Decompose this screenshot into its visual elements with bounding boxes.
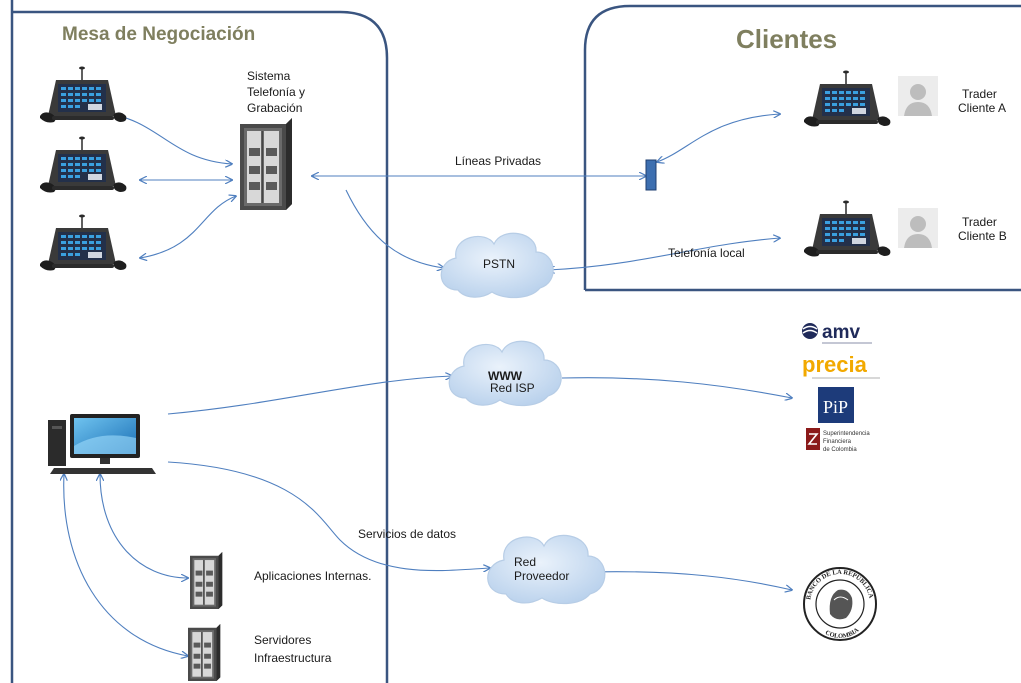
proveedor-line1: Red	[514, 555, 536, 569]
trader-b-line1: Trader	[962, 215, 997, 229]
sistema-line1: Sistema	[247, 69, 291, 83]
user-avatar-a-icon	[898, 76, 938, 116]
sistema-line2: Telefonía y	[247, 85, 305, 99]
zone-mesa-border	[10, 0, 389, 683]
apps-server-icon	[189, 551, 223, 610]
edge-servicios-datos: Servicios de datos	[358, 527, 456, 541]
pstn-cloud: PSTN	[440, 232, 554, 299]
edge-telefonia-local: Telefonía local	[668, 246, 745, 260]
isp-www-label: WWW	[488, 369, 523, 383]
turret-phone-2	[39, 135, 128, 194]
sistema-line3: Grabación	[247, 101, 302, 115]
superfinanciera-line3: de Colombia	[823, 447, 857, 453]
servidores-line2: Infraestructura	[254, 651, 332, 665]
trader-a-line1: Trader	[962, 87, 997, 101]
turret-phone-client-a	[803, 69, 892, 128]
turret-phone-3	[39, 213, 128, 272]
superfinanciera-line1: Superintendencia	[823, 431, 870, 437]
computer-icon	[48, 414, 156, 474]
precia-logo: precia	[802, 352, 880, 379]
infra-server-icon	[187, 623, 221, 682]
user-avatar-b-icon	[898, 208, 938, 248]
red-proveedor-cloud: Red Proveedor	[487, 534, 606, 605]
superfinanciera-line2: Financiera	[823, 439, 852, 445]
zone-clientes-border	[583, 4, 1021, 292]
isp-name-label: Red ISP	[490, 381, 535, 395]
telephony-server-icon	[239, 117, 293, 211]
precia-logo-text: precia	[802, 352, 868, 377]
amv-logo-text: amv	[822, 322, 860, 343]
pstn-label: PSTN	[483, 257, 515, 271]
servidores-line1: Servidores	[254, 633, 311, 647]
zone-clientes-title: Clientes	[736, 24, 837, 54]
zone-mesa-title: Mesa de Negociación	[62, 24, 255, 45]
apps-label: Aplicaciones Internas.	[254, 569, 371, 583]
proveedor-line2: Proveedor	[514, 569, 569, 583]
superfinanciera-logo: Superintendencia Financiera de Colombia	[806, 428, 870, 453]
line-connector-icon	[645, 159, 657, 191]
banco-republica-seal: BANCO DE LA REPUBLICA COLOMBIA	[803, 567, 877, 641]
trader-a-line2: Cliente A	[958, 101, 1006, 115]
connectors	[64, 113, 792, 656]
trader-b-line2: Cliente B	[958, 229, 1007, 243]
turret-phone-client-b	[803, 199, 892, 258]
pip-logo-text: PiP	[823, 397, 848, 417]
red-isp-cloud: WWW Red ISP	[448, 340, 562, 407]
amv-logo: amv	[802, 322, 872, 344]
edge-lineas-privadas: Líneas Privadas	[455, 154, 541, 168]
pip-logo: PiP	[818, 387, 854, 423]
turret-phone-1	[39, 65, 128, 124]
